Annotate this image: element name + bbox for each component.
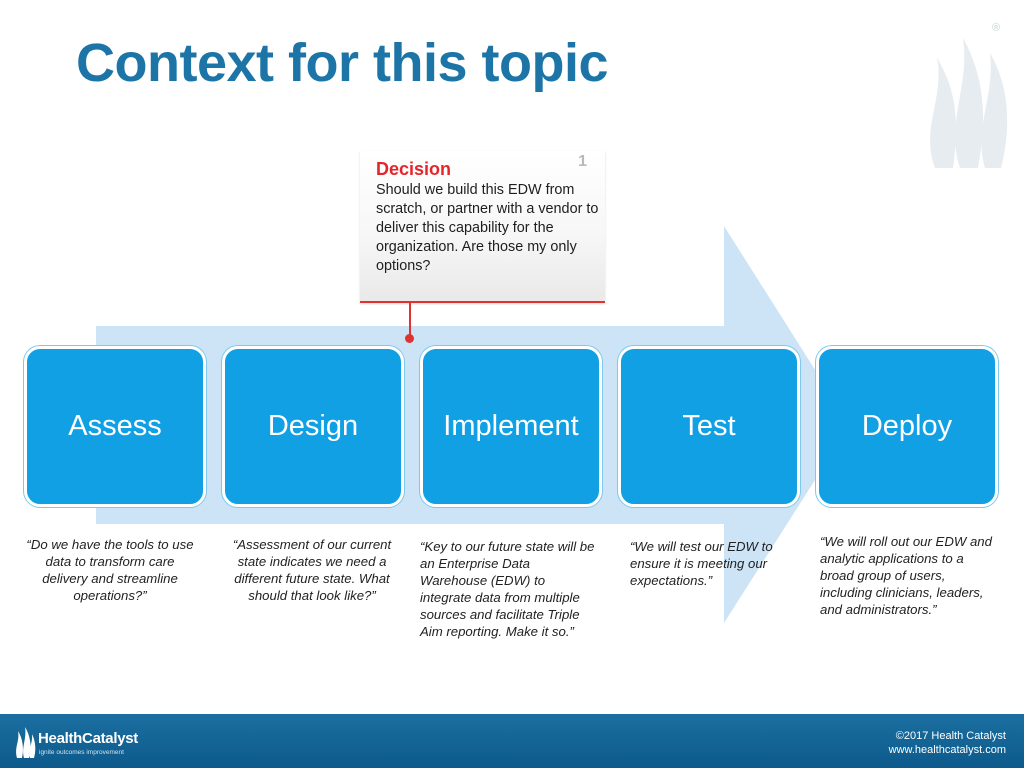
step-deploy: Deploy xyxy=(816,346,998,507)
decision-number: 1 xyxy=(578,153,587,170)
footer-tagline: ignite outcomes improvement xyxy=(39,749,124,756)
quote-implement: “Key to our future state will be an Ente… xyxy=(420,539,595,639)
step-design: Design xyxy=(222,346,404,507)
registered-mark: ® xyxy=(992,22,1001,34)
flame-logo-icon xyxy=(16,727,36,758)
page-title: Context for this topic xyxy=(76,33,608,93)
quote-design: “Assessment of our current state indicat… xyxy=(232,537,392,603)
footer-bar: HealthCatalyst ignite outcomes improveme… xyxy=(0,714,1024,768)
quote-assess: “Do we have the tools to use data to tra… xyxy=(26,537,194,603)
decision-text: Should we build this EDW from scratch, o… xyxy=(376,182,599,274)
decision-connector-dot xyxy=(405,334,414,343)
footer-copyright: ©2017 Health Catalyst xyxy=(895,730,1006,742)
decision-callout: Decision 1 Should we build this EDW from… xyxy=(360,151,605,303)
step-test: Test xyxy=(618,346,800,507)
flame-watermark-icon xyxy=(930,38,1008,168)
decision-heading: Decision xyxy=(376,159,452,179)
quote-deploy: “We will roll out our EDW and analytic a… xyxy=(820,534,992,617)
footer-info: ©2017 Health Catalyst www.healthcatalyst… xyxy=(889,729,1006,757)
decision-connector xyxy=(409,302,411,338)
step-implement: Implement xyxy=(420,346,602,507)
step-assess: Assess xyxy=(24,346,206,507)
footer-url[interactable]: www.healthcatalyst.com xyxy=(888,744,1006,756)
footer-logo-text: HealthCatalyst xyxy=(38,730,139,747)
quote-test: “We will test our EDW to ensure it is me… xyxy=(630,539,773,588)
